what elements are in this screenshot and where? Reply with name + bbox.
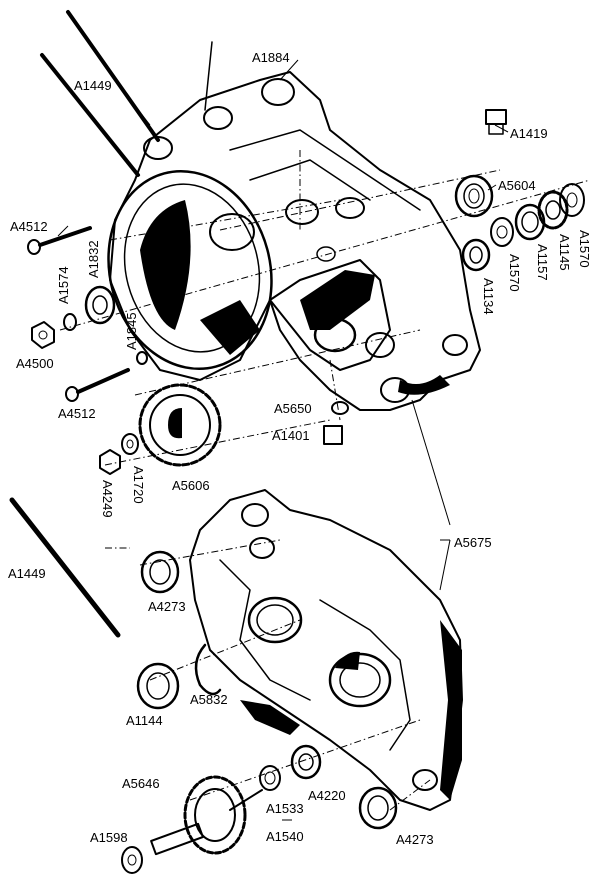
washer-a1574 [63, 313, 77, 331]
label-a4512-bottom: A4512 [58, 406, 96, 421]
center-lines [59, 150, 591, 811]
label-a4273-upper: A4273 [148, 599, 186, 614]
label-a1449-bottom: A1449 [8, 566, 46, 581]
bolt-a4512-bottom [65, 368, 130, 402]
circlip-a5832 [194, 643, 222, 696]
label-a1832: A1832 [86, 240, 101, 278]
label-a1845: A1845 [124, 312, 139, 350]
bearing-a1533 [259, 765, 281, 791]
label-a5675: A5675 [454, 535, 492, 550]
label-a1533: A1533 [266, 801, 304, 816]
stud-bolt-a1449-top [40, 10, 160, 177]
label-a4220: A4220 [308, 788, 346, 803]
leader-lines [57, 59, 509, 591]
label-a1401: A1401 [272, 428, 310, 443]
bolt-a4512-top [27, 226, 92, 255]
bolt-a1419 [485, 109, 507, 135]
label-a4249: A4249 [100, 480, 115, 518]
nut-a4500 [31, 321, 55, 349]
seal-a1832 [84, 285, 116, 325]
bearing-a5604 [454, 174, 494, 218]
label-a1449-top: A1449 [74, 78, 112, 93]
label-a1145: A1145 [557, 234, 572, 271]
bearing-a1144 [136, 662, 180, 710]
label-a4500: A4500 [16, 356, 54, 371]
label-a1570-mid: A1570 [507, 254, 522, 292]
label-a5606: A5606 [172, 478, 210, 493]
sprocket-a5606 [138, 383, 222, 467]
label-a5832: A5832 [190, 692, 228, 707]
label-a1540: A1540 [266, 829, 304, 844]
nut-a4249 [99, 449, 121, 475]
label-a1570-right: A1570 [577, 230, 592, 268]
label-a5650: A5650 [274, 401, 312, 416]
bearing-a1157 [514, 203, 546, 241]
seal-a1134 [461, 238, 491, 272]
label-a4512-top: A4512 [10, 219, 48, 234]
label-a5604: A5604 [498, 178, 536, 193]
washer-a1598 [121, 846, 143, 874]
label-a1574: A1574 [56, 266, 71, 304]
washer-a5650 [331, 401, 349, 415]
label-a1157: A1157 [535, 244, 550, 281]
label-a1884: A1884 [252, 50, 290, 65]
gear-shaft-a5646 [150, 775, 263, 856]
label-a4273-lower: A4273 [396, 832, 434, 847]
plug-a1401 [323, 425, 343, 445]
bearing-a4273-lower [358, 786, 398, 830]
label-a1134: A1134 [481, 278, 496, 315]
washer-a1570-mid [490, 217, 514, 247]
washer-a1720 [121, 433, 139, 455]
label-a1419: A1419 [510, 126, 548, 141]
washer-a1845 [136, 351, 148, 365]
label-a1144: A1144 [126, 713, 163, 728]
bearing-a4273-upper [140, 550, 180, 594]
label-a1720: A1720 [131, 466, 146, 504]
label-a1598: A1598 [90, 830, 128, 845]
part-labels: A1884 A1449 A1419 A5604 A4512 A1832 A157… [8, 50, 592, 847]
lower-crankcase-cover [189, 489, 463, 811]
upper-crankcase-half [107, 41, 481, 411]
washer-a1570-right [559, 183, 585, 217]
label-a5646: A5646 [122, 776, 160, 791]
bushing-a4220 [290, 744, 322, 780]
stud-bolt-a1449-bottom [9, 497, 121, 638]
